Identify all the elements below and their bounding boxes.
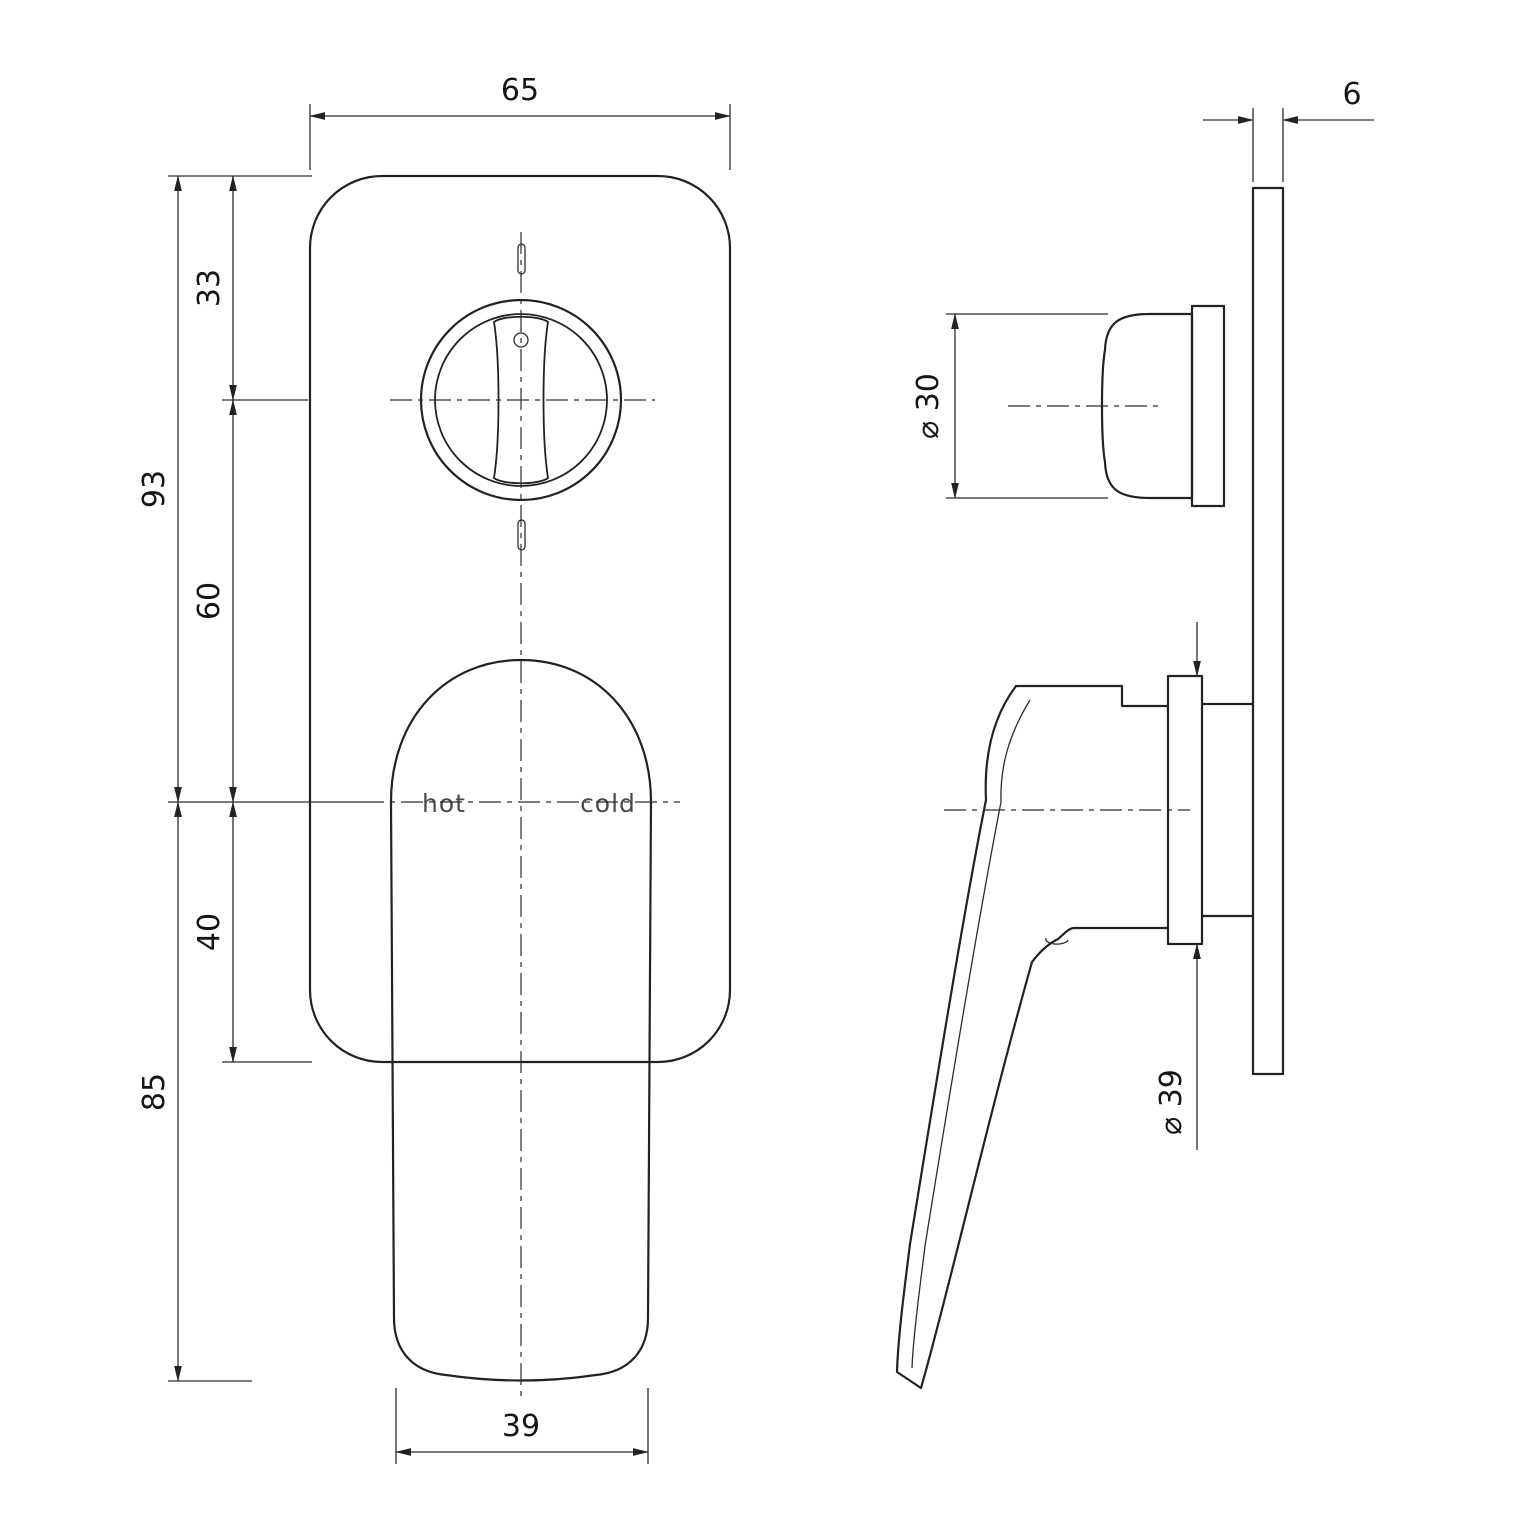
lever-blade-line [911, 801, 1002, 1369]
front-centerlines [362, 232, 680, 1400]
hot-label: hot [422, 789, 466, 818]
faceplate-outline [308, 174, 732, 1064]
side-dimensions: 6 ⌀ 30 ⌀ 39 [911, 77, 1374, 1150]
diverter-grip [493, 315, 549, 485]
lever-face-line [1000, 699, 1031, 803]
dim-label-knob-to-pivot: 60 [192, 582, 227, 620]
side-centerlines [944, 405, 1190, 811]
lever-screw-notch [1045, 937, 1069, 945]
dim-label-base-diameter: ⌀ 39 [1154, 1069, 1189, 1135]
dim-label-top-to-knob: 33 [192, 269, 227, 307]
front-view: hot cold [308, 174, 732, 1382]
lever-handle-side [895, 684, 1170, 1390]
lever-handle-front [389, 658, 653, 1382]
knob-side-body [1100, 312, 1194, 500]
dim-label-knob-diameter: ⌀ 30 [911, 373, 946, 439]
cold-label: cold [580, 789, 636, 818]
dim-label-plate-width: 65 [501, 73, 539, 108]
dim-label-pivot-to-tip: 85 [137, 1073, 172, 1111]
knob-side-collar [1190, 304, 1226, 508]
dim-label-pivot-to-plate-bottom: 40 [192, 913, 227, 951]
front-dimensions: 65 33 93 60 40 85 39 [137, 73, 731, 1464]
dim-label-plate-thickness: 6 [1342, 77, 1361, 112]
dim-label-top-to-pivot: 93 [137, 470, 172, 508]
faceplate-side [1251, 186, 1285, 1076]
grip-screw [513, 332, 529, 348]
dim-label-handle-width: 39 [502, 1409, 540, 1444]
